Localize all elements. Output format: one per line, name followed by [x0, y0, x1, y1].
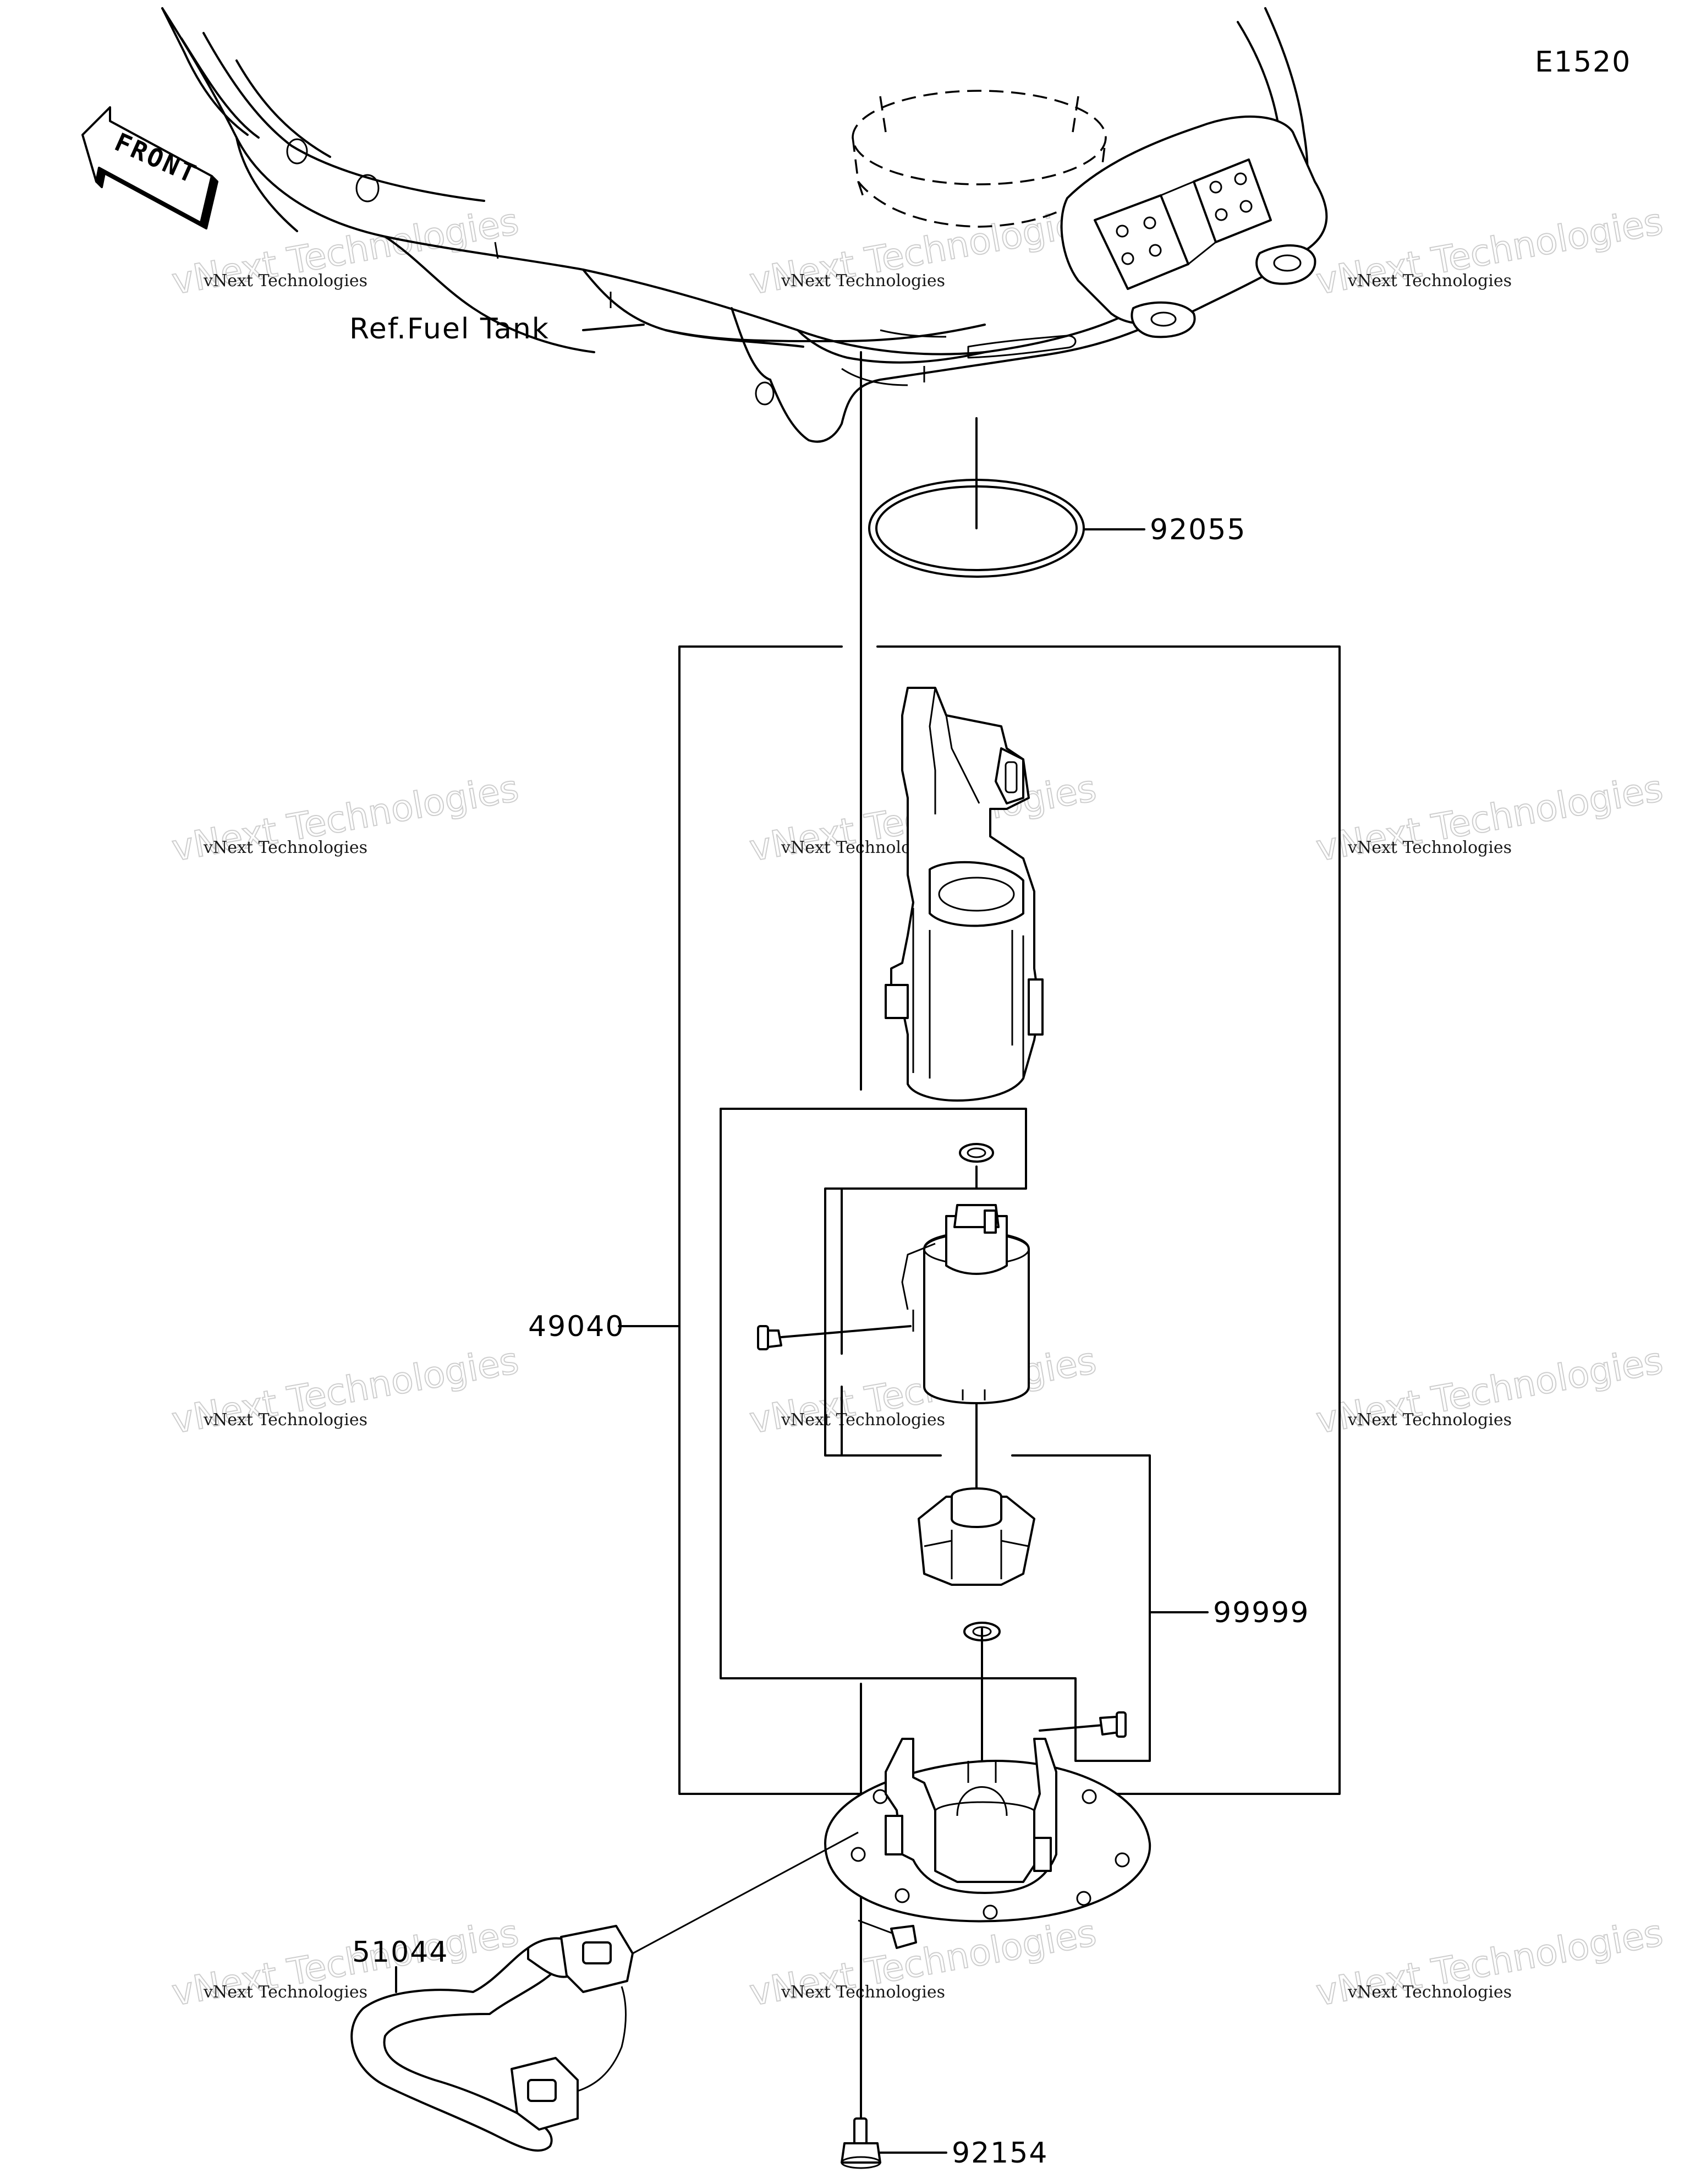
pump-housing-upper: [885, 687, 1044, 1102]
watermark-text: vNext Technologies: [1347, 271, 1512, 291]
part-number-49040: 49040: [528, 1310, 624, 1343]
tank-pump-opening: [852, 90, 1107, 228]
washer-upper: [959, 1143, 994, 1163]
inner-component-boxes: [720, 1108, 1209, 1762]
tank-mounting-bracket: [1060, 115, 1328, 338]
diagram-code: E1520: [1535, 46, 1631, 79]
watermark-text: vNext Technologies: [1347, 1410, 1512, 1430]
part-number-92055: 92055: [1150, 513, 1246, 546]
washer-lower: [963, 1622, 1001, 1641]
fuel-tank-outline: [161, 7, 1309, 443]
center-axis-lines: [860, 351, 983, 2131]
watermark-text: vNext Technologies: [203, 1983, 367, 2002]
ref-leader-line: [582, 324, 645, 331]
part-number-99999: 99999: [1213, 1596, 1309, 1629]
front-direction-arrow: FRONT: [81, 106, 218, 229]
watermark-text: vNext Technologies: [781, 1410, 945, 1430]
o-ring-92055: [868, 479, 1145, 578]
fuel-pump-motor: [757, 1204, 1030, 1404]
watermark-text: vNext Technologies: [203, 838, 367, 857]
part-number-92154: 92154: [952, 2137, 1048, 2170]
watermark-text: vNext Technologies: [1347, 838, 1512, 857]
watermark-text: vNext Technologies: [781, 271, 945, 291]
bolt-right: [1039, 1711, 1127, 1738]
fuel-hose-51044: [350, 1831, 859, 2152]
watermark-text: vNext Technologies: [1347, 1983, 1512, 2002]
watermark-text: vNext Technologies: [203, 271, 367, 291]
pump-lower-cap: [918, 1487, 1035, 1586]
part-number-51044: 51044: [352, 1936, 448, 1969]
pump-flange-base: [824, 1738, 1151, 1949]
watermark-text: vNext Technologies: [203, 1410, 367, 1430]
ref-fuel-tank-label: Ref.Fuel Tank: [349, 313, 550, 346]
watermark-text: vNext Technologies: [781, 1983, 945, 2002]
bolt-92154: [841, 2117, 947, 2169]
